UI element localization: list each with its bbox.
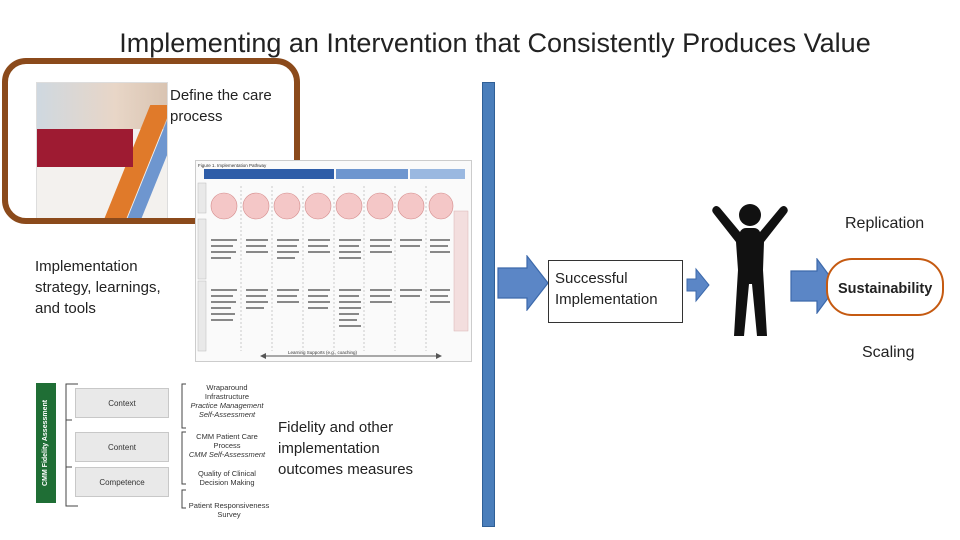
measure-patient-responsiveness: Patient Responsiveness Survey: [188, 501, 270, 519]
arrow-right-icon: [497, 255, 549, 311]
implementation-framework-figure: Figure 1. Implementation Pathway: [195, 160, 472, 362]
cover-title-band: [37, 129, 133, 167]
successful-label-line2: Implementation: [555, 291, 658, 308]
sustainability-label: Sustainability: [838, 281, 933, 297]
category-content: Content: [75, 432, 169, 462]
framework-header: Figure 1. Implementation Pathway: [198, 163, 267, 168]
measure-quality-clinical: Quality of Clinical Decision Making: [198, 469, 256, 487]
fidelity-assessment-side-label: CMM Fidelity Assessment: [36, 383, 56, 503]
measure-wraparound: Wraparound Infrastructure Practice Manag…: [190, 383, 264, 419]
define-care-process-label: Define the care process: [170, 87, 272, 125]
fidelity-brackets: [65, 383, 186, 509]
fidelity-outcomes-label: Fidelity and other implementation outcom…: [278, 419, 414, 478]
scaling-label: Scaling: [862, 344, 915, 361]
category-context: Context: [75, 388, 169, 418]
measure-cmm-patient-care: CMM Patient Care Process CMM Self-Assess…: [188, 432, 266, 459]
page-title: Implementing an Intervention that Consis…: [119, 28, 871, 58]
vertical-divider-bar: [482, 82, 495, 527]
person-celebrating-icon: [712, 204, 788, 336]
category-competence: Competence: [75, 467, 169, 497]
successful-label-line1: Successful: [555, 270, 628, 287]
sustainability-oval: Sustainability: [826, 258, 944, 316]
replication-label: Replication: [845, 215, 925, 232]
implementation-strategy-label: Implementation strategy, learnings, and …: [35, 258, 161, 317]
successful-implementation-box: Successful Implementation: [548, 260, 683, 323]
arrow-right-small-icon: [686, 267, 710, 303]
care-process-highlight: [2, 58, 300, 224]
framework-footer: Learning Supports (e.g., coaching): [288, 350, 358, 355]
guide-cover-image: [36, 82, 168, 224]
